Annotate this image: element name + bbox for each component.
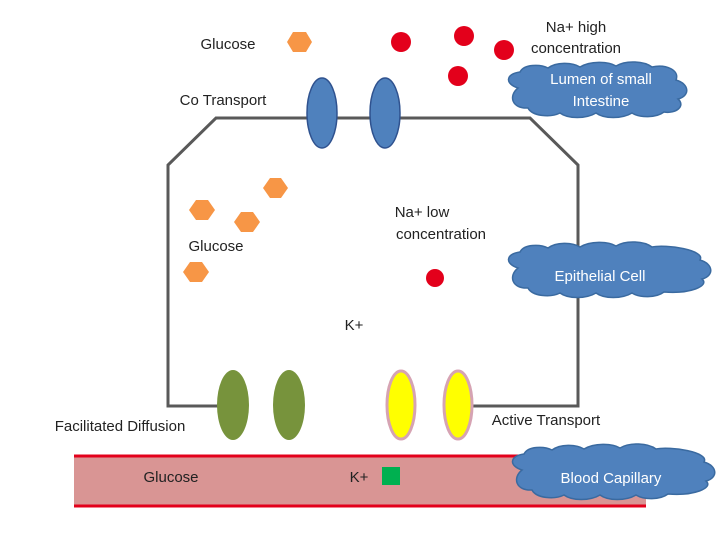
facilitated-channel-right bbox=[273, 370, 305, 440]
sodium-ion-1 bbox=[391, 32, 411, 52]
lumen-callout-cloud bbox=[507, 61, 688, 119]
sodium-ion-cell bbox=[426, 269, 444, 287]
sodium-low-label-line2: concentration bbox=[396, 226, 486, 243]
sodium-high-label-line1: Na+ high bbox=[546, 19, 606, 36]
sodium-ion-4 bbox=[448, 66, 468, 86]
active-pump-left bbox=[385, 369, 417, 441]
epithelial-cell-label: Epithelial Cell bbox=[555, 268, 646, 285]
facilitated-channel-left bbox=[217, 370, 249, 440]
sodium-high-label-line2: concentration bbox=[531, 40, 621, 57]
epithelial-callout-cloud bbox=[507, 241, 712, 299]
blood-capillary-label: Blood Capillary bbox=[561, 470, 662, 487]
capillary-callout-cloud bbox=[511, 443, 716, 501]
glucose-molecule-lumen bbox=[287, 32, 312, 52]
glucose-label-cell: Glucose bbox=[188, 238, 243, 255]
lumen-label-line1: Lumen of small bbox=[550, 71, 652, 88]
glucose-molecule-cell-3 bbox=[234, 212, 260, 232]
glucose-molecule-cell-1 bbox=[263, 178, 288, 198]
co-transport-label: Co Transport bbox=[180, 92, 268, 109]
co-transporter-left bbox=[306, 77, 338, 149]
glucose-molecule-cell-2 bbox=[189, 200, 215, 220]
active-pump-right bbox=[442, 369, 474, 441]
potassium-ion-capillary bbox=[382, 467, 400, 485]
active-transport-label: Active Transport bbox=[492, 412, 601, 429]
sodium-ion-2 bbox=[454, 26, 474, 46]
glucose-label-capillary: Glucose bbox=[143, 469, 198, 486]
sodium-ion-3 bbox=[494, 40, 514, 60]
potassium-label-cell: K+ bbox=[345, 317, 364, 334]
potassium-label-capillary: K+ bbox=[350, 469, 369, 486]
glucose-label-lumen: Glucose bbox=[200, 36, 255, 53]
facilitated-diffusion-label: Facilitated Diffusion bbox=[55, 418, 186, 435]
lumen-label-line2: Intestine bbox=[573, 93, 630, 110]
sodium-low-label-line1: Na+ low bbox=[395, 204, 450, 221]
glucose-molecule-cell-4 bbox=[183, 262, 209, 282]
co-transporter-right bbox=[369, 77, 401, 149]
